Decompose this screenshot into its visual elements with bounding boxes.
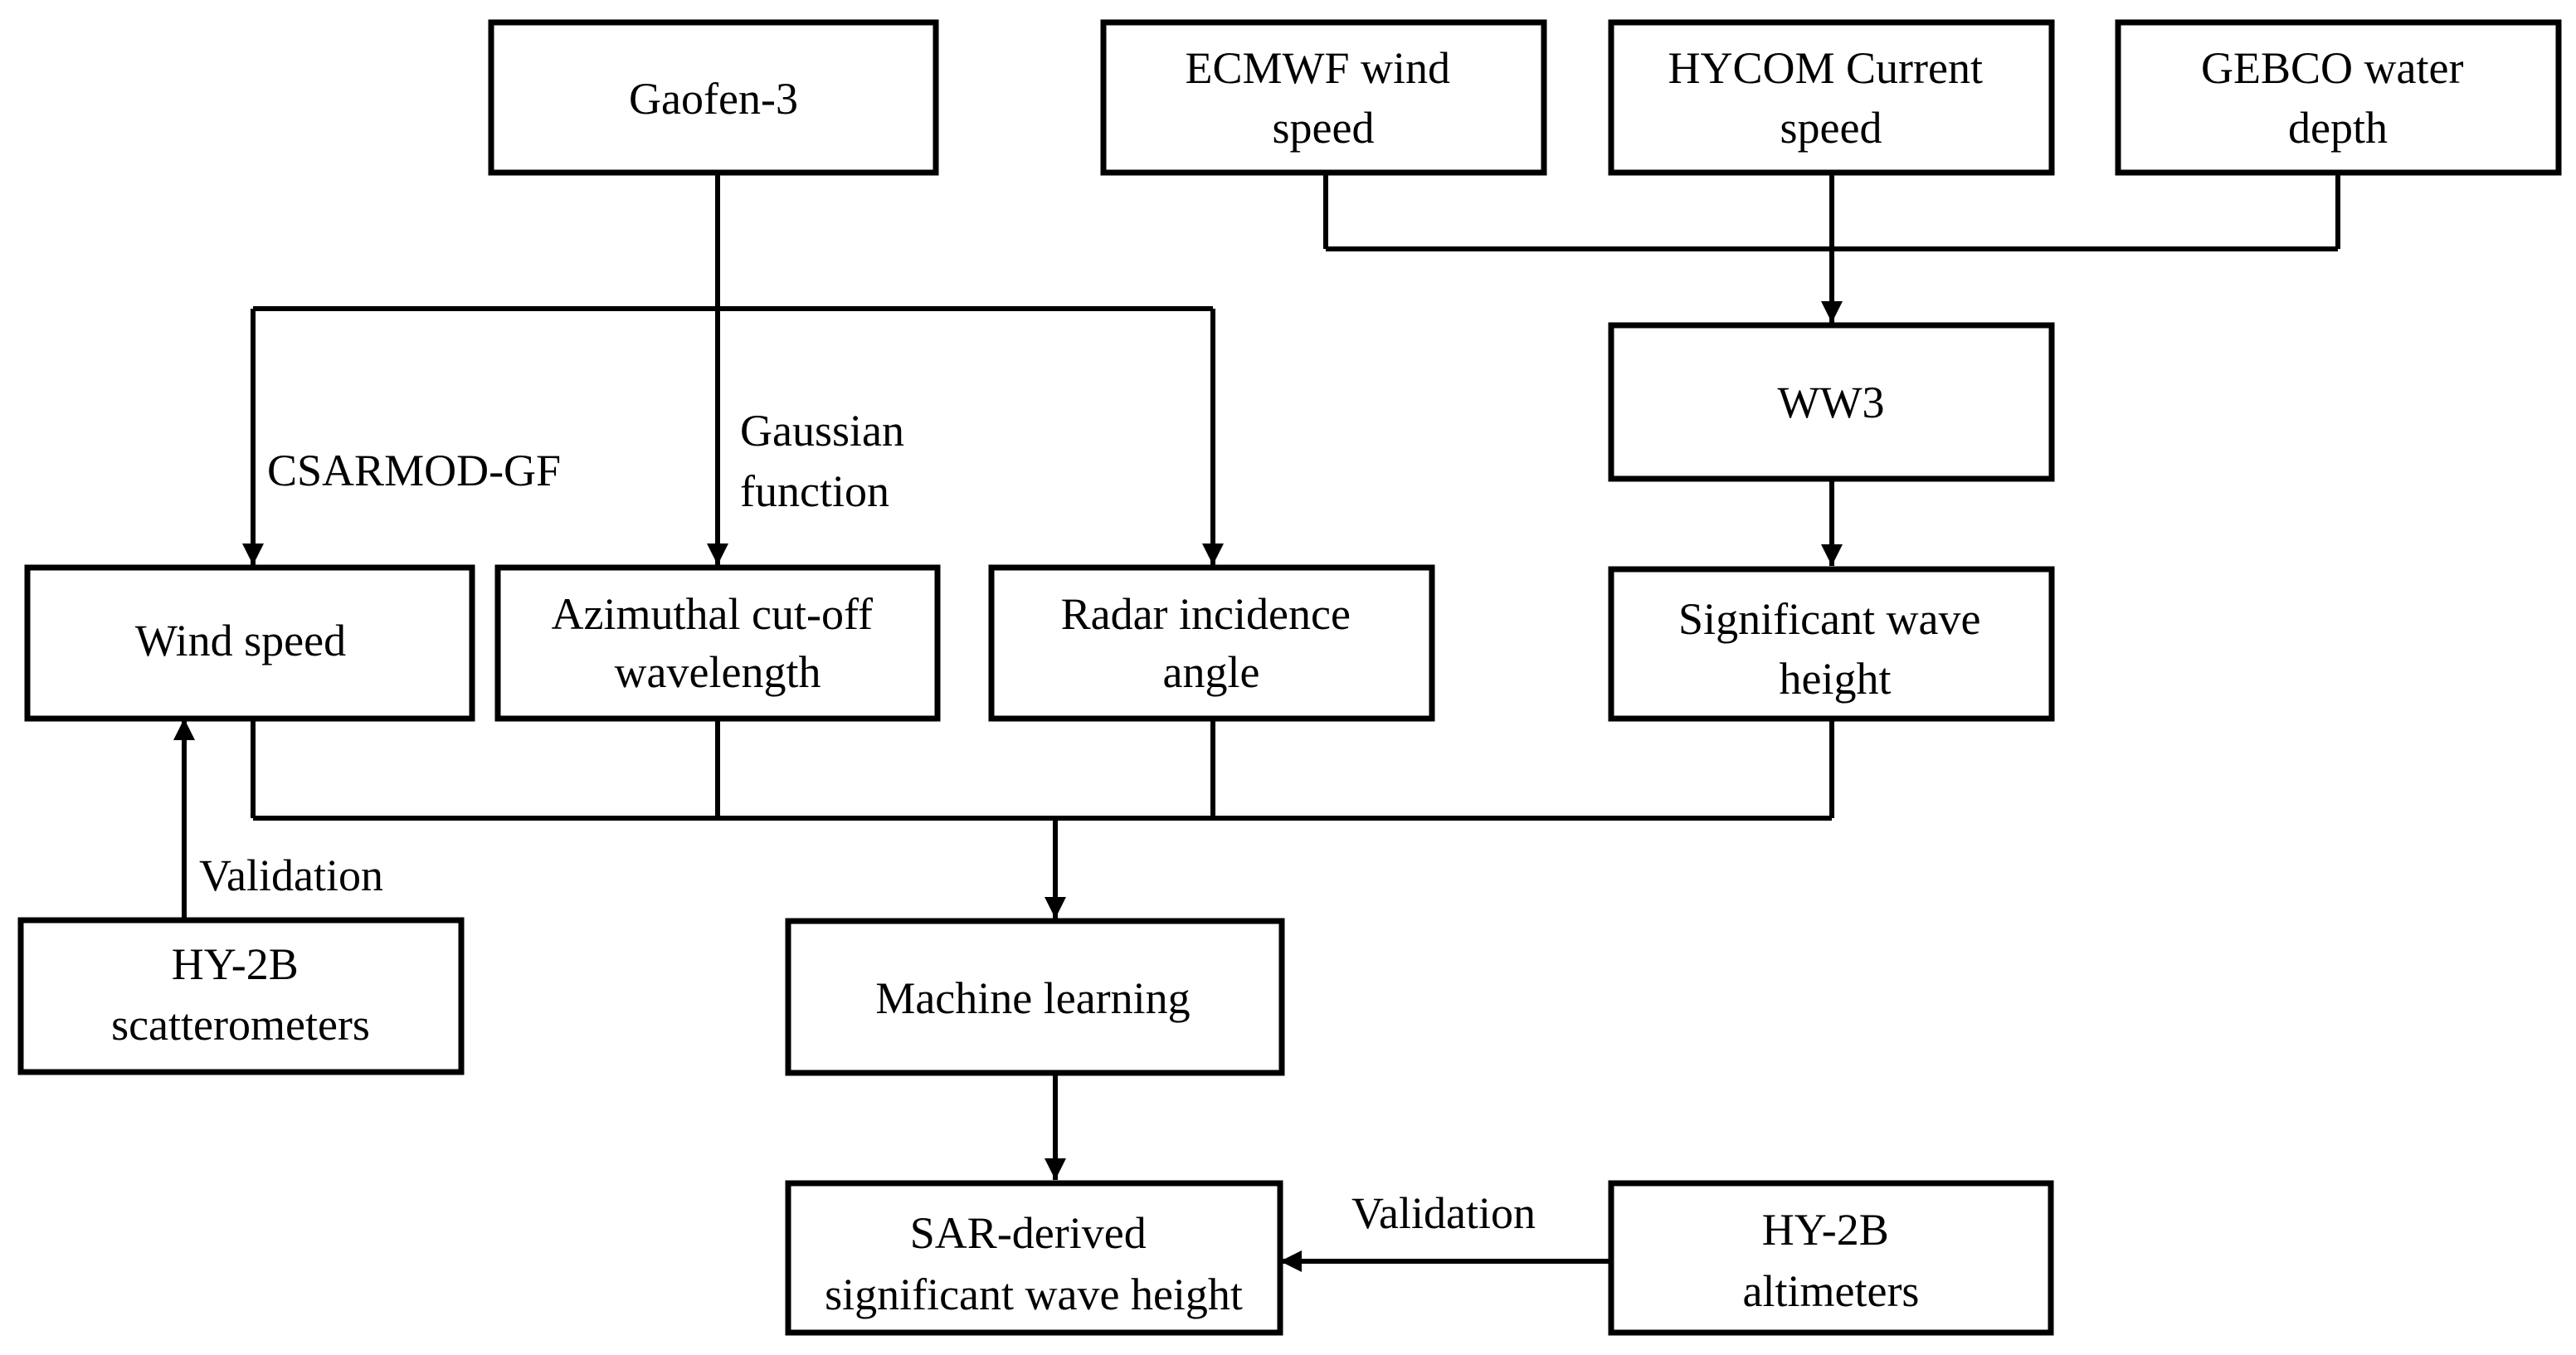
node-sar-derived-swh: SAR-derived significant wave height — [785, 1180, 1283, 1336]
node-ecmwf-wind-speed-label: ECMWF wind speed — [1185, 43, 1461, 153]
node-sar-derived-swh-label: SAR-derived significant wave height — [825, 1208, 1243, 1319]
node-gaofen-3: Gaofen-3 — [488, 19, 939, 176]
node-hy2b-altimeters-label: HY-2B altimeters — [1743, 1205, 1920, 1316]
node-hy2b-scatterometers: HY-2B scatterometers — [17, 917, 465, 1075]
edge-label-validation-altimeter: Validation — [1351, 1188, 1536, 1238]
node-hycom-current-speed: HYCOM Current speed — [1608, 19, 2055, 176]
node-ecmwf-wind-speed: ECMWF wind speed — [1100, 19, 1547, 176]
node-hy2b-scatterometers-label: HY-2B scatterometers — [111, 939, 370, 1050]
node-significant-wave-height-label: Significant wave height — [1678, 594, 1992, 704]
node-azimuthal-cutoff-wavelength: Azimuthal cut-off wavelength — [494, 564, 941, 722]
node-gebco-water-depth-label: GEBCO water depth — [2201, 43, 2475, 153]
node-hycom-current-speed-label: HYCOM Current speed — [1668, 43, 1994, 153]
node-significant-wave-height: Significant wave height — [1608, 566, 2055, 722]
node-machine-learning-label: Machine learning — [875, 973, 1190, 1023]
node-radar-incidence-angle: Radar incidence angle — [988, 564, 1435, 722]
edge-label-gaussian-function: Gaussian function — [740, 406, 915, 516]
edge-label-csarmod-gf: CSARMOD-GF — [267, 446, 561, 495]
node-ww3: WW3 — [1608, 322, 2055, 482]
node-hy2b-altimeters: HY-2B altimeters — [1608, 1180, 2054, 1336]
node-gaofen-3-label: Gaofen-3 — [629, 74, 798, 124]
node-machine-learning: Machine learning — [785, 918, 1285, 1076]
node-wind-speed-label: Wind speed — [135, 616, 346, 665]
node-azimuthal-cutoff-wavelength-label: Azimuthal cut-off wavelength — [552, 589, 884, 697]
node-gebco-water-depth: GEBCO water depth — [2115, 19, 2562, 176]
node-radar-incidence-angle-label: Radar incidence angle — [1061, 589, 1362, 697]
edge-label-validation-scatterometer: Validation — [199, 851, 383, 900]
connectors — [173, 173, 2340, 1272]
node-wind-speed: Wind speed — [24, 564, 475, 722]
node-ww3-label: WW3 — [1778, 378, 1885, 427]
